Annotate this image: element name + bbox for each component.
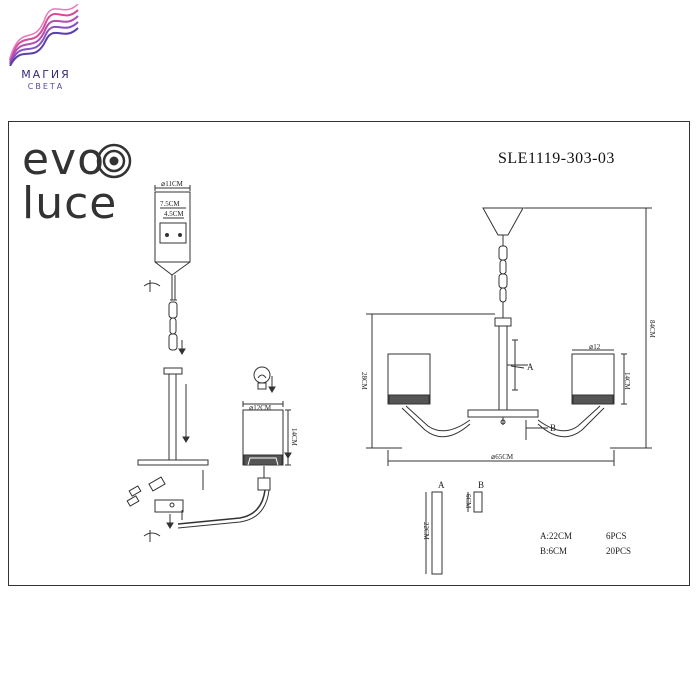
right-shade-height-label: 14CM (623, 372, 631, 390)
left-shade-height-label: 14CM (290, 428, 298, 446)
brand-line-1: evo (22, 134, 106, 185)
watermark-name: МАГИЯ (21, 68, 71, 81)
watermark-subtitle: СВЕТА (27, 82, 65, 91)
span-label: ⌀65CM (491, 453, 514, 461)
legend-row-b-part: B:6CM (540, 546, 568, 556)
drawing-frame (8, 121, 690, 586)
callout-a-label: A (527, 362, 534, 372)
left-shade (242, 401, 292, 466)
right-shade-diameter-label: ⌀12 (589, 343, 601, 351)
watermark-wave-icon (9, 3, 79, 67)
left-inner-width-1-label: 7.5CM (160, 200, 180, 208)
callout-b-label: B (550, 423, 557, 433)
left-chain (168, 301, 178, 351)
left-canopy-detail (154, 185, 191, 301)
rod-b-label: B (478, 480, 485, 490)
rotate-arrow-bottom (143, 532, 161, 537)
rod-a-label: A (438, 480, 445, 490)
legend-row-b-qty: 20PCS (606, 546, 632, 556)
brand-target-icon (96, 143, 132, 179)
rotate-arrow-top (143, 282, 161, 287)
legend-row-a-part: A:22CM (540, 531, 573, 541)
rod-a-length-label: 22CM (422, 522, 430, 540)
bulb-icon (253, 366, 276, 393)
rod-parts (425, 491, 483, 575)
left-canopy-diameter-label: ⌀11CM (161, 180, 183, 188)
model-number: SLE1119-303-03 (498, 150, 615, 167)
brand-line-2: luce (22, 178, 118, 229)
rod-b-length-label: 6CM (464, 494, 472, 509)
left-shade-diameter-label: ⌀12CM (249, 404, 272, 412)
watermark-logo: МАГИЯ СВЕТА (4, 3, 84, 99)
total-height-label: 84CM (648, 320, 656, 338)
arm-height-label: 28CM (360, 372, 368, 390)
chandelier-elevation (366, 207, 652, 466)
legend-row-a-qty: 6PCS (606, 531, 627, 541)
left-inner-width-2-label: 4.5CM (164, 210, 184, 218)
